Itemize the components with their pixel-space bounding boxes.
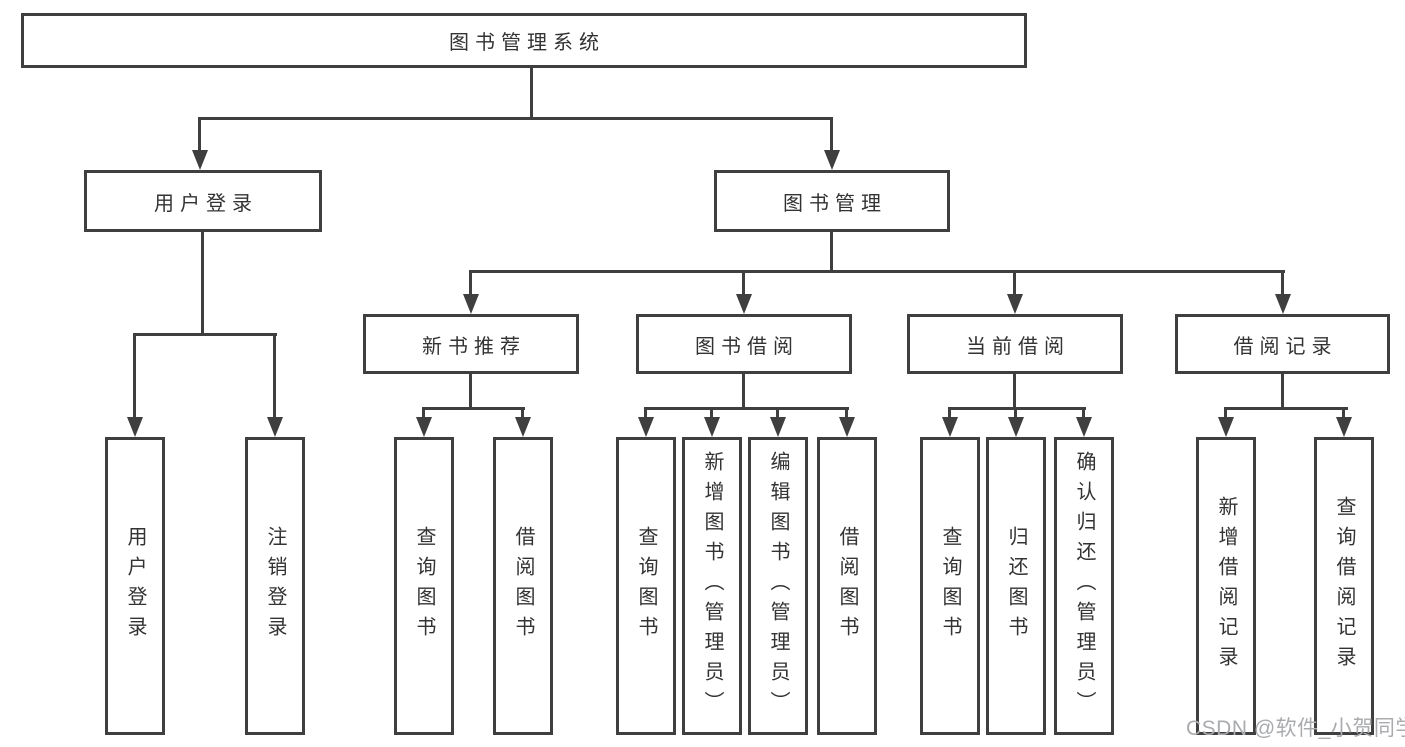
connector-line — [1342, 407, 1345, 418]
connector-line — [133, 333, 277, 336]
connector-line — [644, 407, 647, 418]
leaf-label: 查询图书 — [635, 526, 657, 646]
leaf-label: 新增图书（管理员） — [701, 451, 723, 721]
leaf-label: 借阅图书 — [512, 526, 534, 646]
connector-line — [776, 407, 779, 418]
leaf-records-query-borrow-record: 查询借阅记录 — [1314, 437, 1374, 735]
leaf-label: 归还图书 — [1005, 526, 1027, 646]
leaf-label: 新增借阅记录 — [1215, 496, 1237, 676]
arrowhead-down — [736, 294, 752, 314]
arrowhead-down — [839, 417, 855, 437]
connector-line — [199, 117, 833, 120]
arrowhead-down — [1007, 294, 1023, 314]
connector-line — [201, 232, 204, 335]
connector-line — [1281, 374, 1284, 409]
connector-line — [830, 232, 833, 272]
connector-line — [1224, 407, 1227, 418]
leaf-borrow-add-books-admin: 新增图书（管理员） — [682, 437, 742, 735]
leaf-records-add-borrow-record: 新增借阅记录 — [1196, 437, 1256, 735]
arrowhead-down — [515, 417, 531, 437]
arrowhead-down — [1275, 294, 1291, 314]
node-book-borrowing: 图书借阅 — [636, 314, 852, 374]
connector-line — [530, 68, 533, 119]
connector-line — [422, 407, 425, 418]
arrowhead-down — [1008, 417, 1024, 437]
arrowhead-down — [192, 150, 208, 170]
leaf-recommend-query-books: 查询图书 — [394, 437, 454, 735]
arrowhead-down — [770, 417, 786, 437]
connector-line — [133, 333, 136, 418]
connector-line — [742, 374, 745, 409]
arrowhead-down — [416, 417, 432, 437]
connector-line — [742, 270, 745, 295]
node-user-login: 用户登录 — [84, 170, 322, 232]
connector-line — [1082, 407, 1085, 418]
node-library-management-system: 图书管理系统 — [21, 13, 1027, 68]
leaf-label: 注销登录 — [264, 526, 286, 646]
node-borrowing-records: 借阅记录 — [1175, 314, 1390, 374]
connector-line — [845, 407, 848, 418]
arrowhead-down — [127, 417, 143, 437]
arrowhead-down — [1218, 417, 1234, 437]
leaf-borrow-query-books: 查询图书 — [616, 437, 676, 735]
connector-line — [1014, 407, 1017, 418]
arrowhead-down — [638, 417, 654, 437]
node-new-book-recommendation: 新书推荐 — [363, 314, 579, 374]
leaf-user-login: 用户登录 — [105, 437, 165, 735]
arrowhead-down — [267, 417, 283, 437]
connector-line — [521, 407, 524, 418]
arrowhead-down — [463, 294, 479, 314]
connector-line — [948, 407, 951, 418]
connector-line — [948, 407, 1086, 410]
arrowhead-down — [1336, 417, 1352, 437]
connector-line — [469, 270, 472, 295]
leaf-label: 用户登录 — [124, 526, 146, 646]
connector-line — [830, 117, 833, 151]
node-current-borrowing: 当前借阅 — [907, 314, 1123, 374]
arrowhead-down — [942, 417, 958, 437]
leaf-label: 查询借阅记录 — [1333, 496, 1355, 676]
leaf-label: 查询图书 — [939, 526, 961, 646]
leaf-label: 查询图书 — [413, 526, 435, 646]
leaf-label: 编辑图书（管理员） — [767, 451, 789, 721]
leaf-recommend-borrow-books: 借阅图书 — [493, 437, 553, 735]
connector-line — [1224, 407, 1348, 410]
leaf-label: 确认归还（管理员） — [1073, 451, 1095, 721]
leaf-current-return-books: 归还图书 — [986, 437, 1046, 735]
connector-line — [422, 407, 525, 410]
leaf-borrow-borrow-books: 借阅图书 — [817, 437, 877, 735]
connector-line — [273, 333, 276, 418]
connector-line — [1013, 374, 1016, 409]
connector-line — [198, 117, 201, 151]
connector-line — [469, 374, 472, 409]
leaf-label: 借阅图书 — [836, 526, 858, 646]
leaf-logout: 注销登录 — [245, 437, 305, 735]
connector-line — [644, 407, 849, 410]
leaf-borrow-edit-books-admin: 编辑图书（管理员） — [748, 437, 808, 735]
leaf-current-query-books: 查询图书 — [920, 437, 980, 735]
node-book-management: 图书管理 — [714, 170, 950, 232]
arrowhead-down — [704, 417, 720, 437]
arrowhead-down — [1076, 417, 1092, 437]
connector-line — [1281, 270, 1284, 295]
arrowhead-down — [824, 150, 840, 170]
connector-line — [469, 270, 1285, 273]
connector-line — [1013, 270, 1016, 295]
csdn-watermark: CSDN @软件_小贺同学 — [1186, 717, 1405, 740]
leaf-current-confirm-return-admin: 确认归还（管理员） — [1054, 437, 1114, 735]
connector-line — [710, 407, 713, 418]
